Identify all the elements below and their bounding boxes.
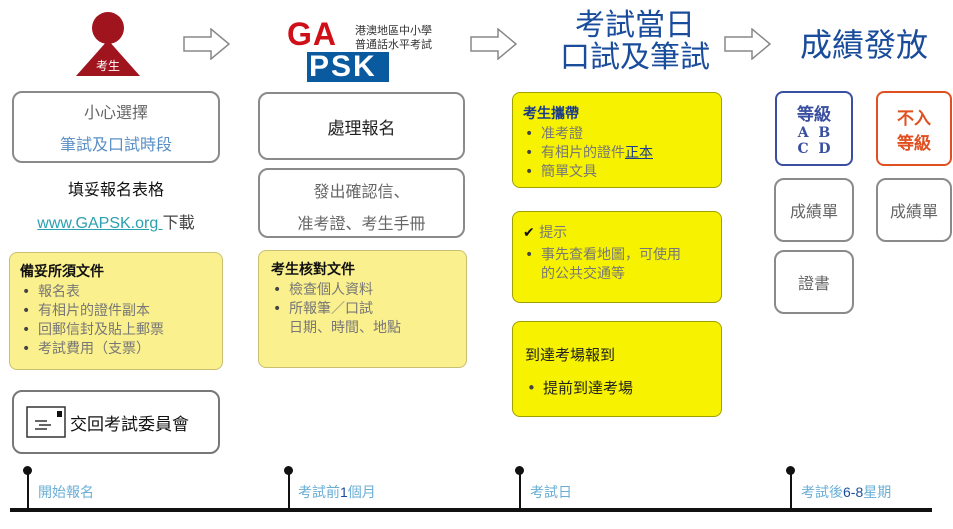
timeline-tick (519, 472, 521, 508)
list-item: 回郵信封及貼上郵票 (20, 321, 212, 340)
right-arrow-icon (724, 27, 772, 64)
no-grade-box: 不入 等級 (876, 91, 952, 166)
download-text: 下載 (162, 213, 195, 232)
arrive-box: 到達考場報到 提前到達考場 (512, 321, 722, 417)
t4-part3: 星期 (863, 485, 892, 501)
envelope-icon (26, 406, 66, 442)
nograde-line1: 不入 (897, 108, 931, 128)
tip-text2: 的公共交通等 (541, 266, 625, 282)
t2-part1: 考試前 (298, 485, 340, 501)
check-subtext: 日期、時間、地點 (289, 320, 401, 336)
check-docs-box: 考生核對文件 檢查個人資料 所報筆／口試 日期、時間、地點 (258, 250, 467, 368)
tip-box: ✔ 提示 事先查看地圖，可使用 的公共交通等 (512, 211, 722, 303)
certificate-box: 證書 (774, 250, 854, 314)
tip-heading: ✔ 提示 (523, 222, 711, 242)
confirm-line2: 准考證、考生手冊 (297, 214, 426, 233)
grade-line2: C D (797, 141, 831, 157)
list-item: 考試費用（支票） (20, 340, 212, 359)
prepare-docs-box: 備妥所須文件 報名表 有相片的證件副本 回郵信封及貼上郵票 考試費用（支票） (9, 252, 223, 370)
certificate-text: 證書 (797, 274, 830, 293)
docs-title: 備妥所須文件 (20, 264, 104, 280)
logo-psk: PSK (309, 50, 377, 83)
choose-line2: 筆試及口試時段 (59, 135, 172, 154)
t4-part1: 考試後 (801, 485, 843, 501)
timeline-marker (23, 466, 32, 475)
exam-day-line1: 考試當日 (575, 9, 695, 42)
exam-day-title: 考試當日 口試及筆試 (540, 10, 730, 74)
report-card-box: 成績單 (774, 178, 854, 242)
submit-box: 交回考試委員會 (12, 390, 220, 454)
list-item: 簡單文具 (523, 163, 711, 182)
timeline-tick (790, 472, 792, 508)
process-text: 處理報名 (327, 118, 396, 139)
timeline-marker (515, 466, 524, 475)
timeline-marker (284, 466, 293, 475)
gapsk-logo: GA PSK 港澳地區中小學 普通話水平考試 (285, 14, 470, 84)
t4-part2: 6-8 (843, 484, 864, 500)
timeline-marker (786, 466, 795, 475)
logo-ga: GA (287, 16, 337, 52)
list-item: 報名表 (20, 283, 212, 302)
submit-text: 交回考試委員會 (70, 415, 189, 435)
grade-line1: A B (797, 125, 831, 141)
timeline-label-month: 考試前1個月 (298, 482, 376, 502)
timeline-axis (10, 508, 932, 512)
exam-day-line2: 口試及筆試 (560, 41, 710, 74)
list-item: 准考證 (523, 125, 711, 144)
right-arrow-icon (470, 27, 518, 64)
report-text-nograde: 成績單 (889, 202, 938, 221)
tip-title: 提示 (539, 225, 568, 241)
logo-line1: 港澳地區中小學 (355, 25, 432, 37)
list-item: 有相片的證件正本 (523, 144, 711, 163)
download-line: www.GAPSK.org 下載 (12, 209, 220, 233)
grade-title: 等級 (797, 105, 831, 124)
check-icon: ✔ (523, 225, 535, 241)
timeline-tick (27, 472, 29, 508)
bring-title: 考生攜帶 (523, 106, 579, 122)
list-item: 檢查個人資料 (271, 281, 454, 300)
list-item: 提前到達考場 (525, 379, 709, 398)
choose-line1: 小心選擇 (83, 103, 148, 122)
bring-box: 考生攜帶 准考證 有相片的證件正本 簡單文具 (512, 92, 722, 188)
candidate-icon: 考生 (70, 10, 146, 82)
list-item: 有相片的證件副本 (20, 302, 212, 321)
right-arrow-icon (183, 27, 231, 64)
confirm-box: 發出確認信、 准考證、考生手冊 (258, 168, 465, 238)
timeline-label-examday: 考試日 (530, 485, 572, 501)
choose-session-box: 小心選擇 筆試及口試時段 (12, 91, 220, 163)
results-title: 成績發放 (800, 27, 929, 63)
process-box: 處理報名 (258, 92, 465, 160)
arrive-title: 到達考場報到 (525, 346, 616, 364)
gapsk-link[interactable]: www.GAPSK.org (37, 215, 163, 232)
nograde-line2: 等級 (897, 133, 931, 153)
t2-part2: 1 (340, 484, 348, 500)
list-item: 事先查看地圖，可使用 (523, 246, 711, 265)
report-text: 成績單 (789, 202, 838, 221)
report-card-box-nograde: 成績單 (876, 178, 952, 242)
t2-part3: 個月 (347, 485, 376, 501)
original-text: 正本 (625, 145, 653, 161)
grade-box: 等級 A B C D (775, 91, 853, 166)
timeline-tick (288, 472, 290, 508)
confirm-line1: 發出確認信、 (313, 182, 410, 201)
timeline-label-start: 開始報名 (38, 485, 94, 501)
logo-line2: 普通話水平考試 (355, 39, 432, 51)
photo-id-text: 有相片的證件 (541, 145, 625, 161)
timeline-label-after: 考試後6-8星期 (801, 482, 891, 502)
fill-form-text: 填妥報名表格 (67, 180, 164, 199)
list-item: 所報筆／口試 (271, 300, 454, 319)
check-title: 考生核對文件 (271, 262, 355, 278)
candidate-label: 考生 (95, 59, 120, 73)
